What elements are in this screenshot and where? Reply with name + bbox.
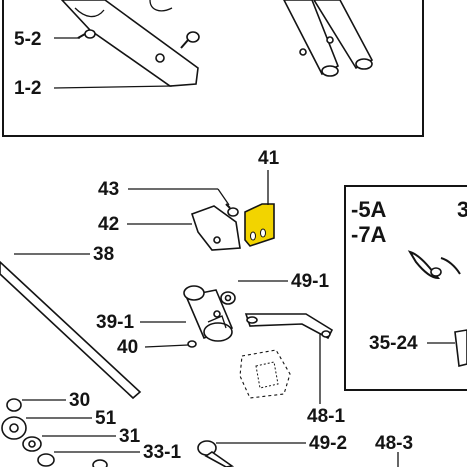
phantom-part-outline — [239, 349, 291, 399]
label-48-3: 48-3 — [375, 433, 413, 454]
bracket-42-icon — [190, 205, 241, 251]
label-33-1: 33-1 — [143, 442, 181, 463]
label-30: 30 — [69, 390, 90, 411]
bolt-49-2-icon — [197, 440, 235, 467]
link-48-1-icon — [244, 313, 334, 340]
label-40: 40 — [117, 337, 138, 358]
cylinder-39-1-icon — [183, 285, 234, 342]
leader-1-2 — [53, 85, 173, 89]
plate-41-highlighted — [244, 170, 275, 247]
label-31: 31 — [119, 426, 141, 447]
label-49-2: 49-2 — [309, 433, 347, 454]
label-48-1: 48-1 — [307, 406, 345, 427]
label-42: 42 — [98, 214, 119, 235]
screw-43-icon — [225, 203, 239, 217]
frame-screw-icon — [180, 31, 200, 49]
label-41: 41 — [258, 148, 280, 169]
part-33-1-icon — [37, 453, 108, 467]
label-1-2: 1-2 — [14, 78, 41, 99]
washer-51-icon — [1, 416, 27, 440]
label-7A: -7A — [351, 222, 387, 247]
top-inset-frame — [2, 0, 424, 137]
screw-40-icon — [187, 340, 197, 348]
label-35-24: 35-24 — [369, 333, 418, 354]
label-49-1: 49-1 — [291, 271, 329, 292]
right-inset-frame — [344, 185, 467, 391]
label-5A: -5A — [351, 197, 387, 222]
label-51: 51 — [95, 408, 117, 429]
screw-5-2-icon — [77, 29, 96, 39]
leader-40 — [144, 344, 189, 348]
label-43: 43 — [98, 179, 119, 200]
pin-30-icon — [6, 398, 22, 412]
label-5-2: 5-2 — [14, 29, 41, 50]
guide-rods-icon — [283, 0, 374, 77]
nut-49-1-icon — [220, 291, 236, 305]
label-38: 38 — [93, 244, 114, 265]
rod-38-icon — [0, 260, 142, 400]
label-3: 3 — [457, 197, 467, 222]
label-39-1: 39-1 — [96, 312, 134, 333]
ring-31-icon — [22, 436, 42, 452]
